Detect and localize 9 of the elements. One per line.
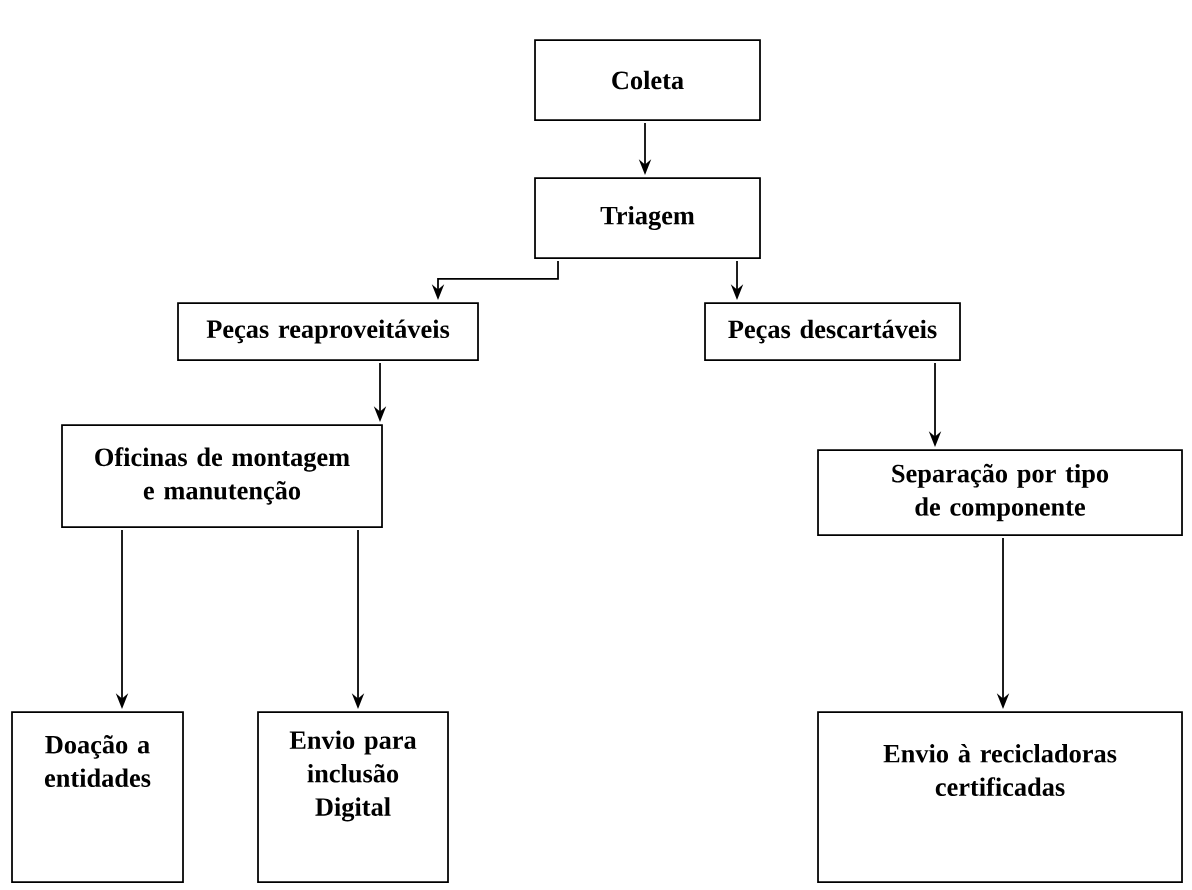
process-box: Peças reaproveitáveis	[177, 302, 479, 361]
process-box: Oficinas de montagem e manutenção	[61, 424, 383, 528]
process-box: Envio para inclusão Digital	[257, 711, 449, 883]
process-box: Envio à recicladoras certificadas	[817, 711, 1183, 883]
process-box: Doação a entidades	[11, 711, 184, 883]
process-box: Separação por tipo de componente	[817, 449, 1183, 536]
process-box: Triagem	[534, 177, 761, 259]
process-box: Peças descartáveis	[704, 302, 961, 361]
process-box: Coleta	[534, 39, 761, 121]
